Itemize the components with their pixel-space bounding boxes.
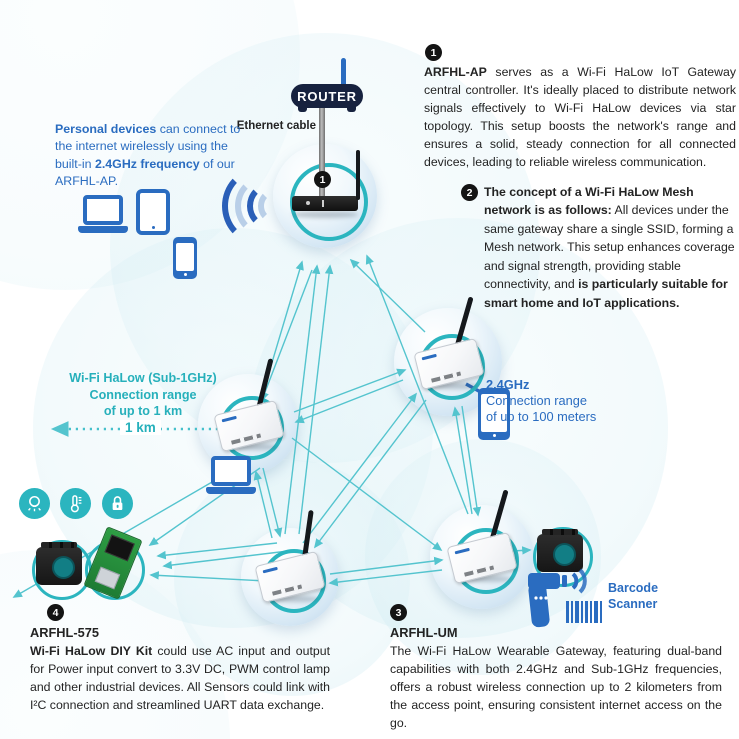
note2-bold2: is particularly suitable for smart home … [484,277,728,310]
router-leg-left [298,104,307,112]
ethernet-cable-label: Ethernet cable [236,120,316,132]
note4-text: Wi-Fi HaLow DIY Kit could use AC input a… [30,642,330,714]
node-bottom-right-shadow [454,576,512,582]
note4-body: could use AC input and output for Power … [30,644,330,713]
tablet-icon [136,189,170,235]
barcode-scanner-icon [528,568,602,628]
wifi-arc-4 [258,189,289,223]
camera-module-icon [36,542,82,585]
wifi-arc-3 [247,183,290,229]
laptop-base [206,487,256,494]
laptop-icon-node-left [206,456,256,494]
note1-text: ARFHL-AP serves as a Wi-Fi HaLow IoT Gat… [424,63,736,171]
range-24ghz-title: 2.4GHz [486,377,530,392]
barcode-scanner-label: Barcode Scanner [608,580,658,613]
note2-bold1: The concept of a Wi-Fi HaLow Mesh networ… [484,185,694,218]
ap-gateway-device [292,196,358,211]
smartphone-icon [173,237,197,279]
note3-number-badge: 3 [390,604,407,621]
laptop-base [78,226,128,233]
camera-module-lens [553,543,576,566]
wifi-signal-icon [222,168,294,244]
node-right-shadow [421,383,479,389]
router-device: ROUTER [291,84,363,108]
note3-title: ARFHL-UM [390,625,458,640]
router-leg-right [347,104,356,112]
note4-bold1: Wi-Fi HaLow DIY Kit [30,644,153,658]
diy-kit-chip [104,534,135,562]
sub1ghz-line1: Wi-Fi HaLow (Sub-1GHz) [69,371,217,385]
ap-number-badge: 1 [314,171,331,188]
router-antenna-icon [341,58,346,87]
light-bulb-icon [19,488,50,519]
sub1ghz-range-label: Wi-Fi HaLow (Sub-1GHz) Connection range … [50,370,236,420]
ap-device-shadow [292,211,358,218]
thermometer-icon [60,488,91,519]
note2-number-badge: 2 [461,184,478,201]
note1-number-badge: 1 [425,44,442,61]
personal-devices-note-text2: of our ARFHL-AP. [55,156,235,189]
light-bulb-glyph [28,495,41,512]
personal-devices-note-bold1: Personal devices [55,122,157,136]
laptop-screen [83,195,123,225]
ap-antenna-icon [356,150,360,200]
note2-text: The concept of a Wi-Fi HaLow Mesh networ… [484,183,737,312]
barcode-label-line1: Barcode [608,581,659,595]
sub1ghz-line2: Connection range [89,387,197,402]
node-bottom-shadow [263,596,319,602]
sub1ghz-line3: of up to 1 km [103,404,183,419]
laptop-screen [211,456,251,486]
note3-text: The Wi-Fi HaLow Wearable Gateway, featur… [390,644,722,731]
wifi-arc-1 [222,168,292,244]
diy-kit-module [94,566,121,590]
note1-title: ARFHL-AP [424,65,487,79]
padlock-glyph [112,496,123,511]
personal-devices-note: Personal devices can connect to the inte… [55,121,253,190]
wifi-arc-2 [235,176,291,236]
note4-title: ARFHL-575 [30,625,99,640]
ethernet-cable-line [319,106,325,196]
note2-body: All devices under the same gateway share… [484,203,735,292]
camera-module-lens [52,556,75,579]
laptop-icon [78,195,128,233]
router-label: ROUTER [297,88,357,104]
thermometer-glyph [70,495,82,513]
personal-devices-note-bold2: 2.4GHz frequency [94,156,200,171]
barcode-label-line2: Scanner [608,597,658,612]
camera-module-icon-right [537,529,583,572]
node-left-shadow [222,444,278,450]
range-24ghz-line1: Connection range [486,392,588,408]
note4-number-badge: 4 [47,604,64,621]
padlock-icon [102,488,133,519]
one-km-label: 1 km [120,420,161,435]
personal-devices-note-text1: can connect to the internet wirelessly u… [55,122,241,171]
note1-body: serves as a Wi-Fi HaLow IoT Gateway cent… [424,65,736,170]
range-24ghz-line2: of up to 100 meters [486,408,597,424]
range-24ghz-label: 2.4GHz Connection range of up to 100 met… [486,377,646,425]
